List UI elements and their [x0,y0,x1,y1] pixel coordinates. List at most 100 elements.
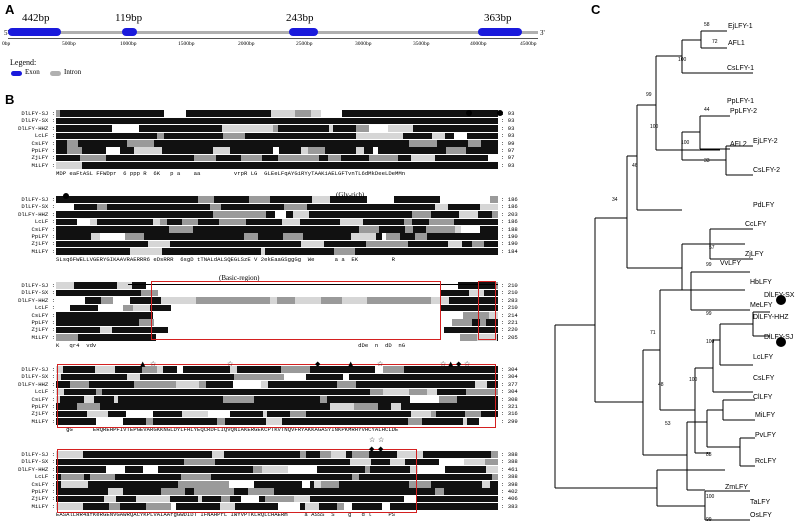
sequence-end-position: : 97 [501,154,515,162]
sequence-end-position: : 93 [501,161,515,169]
axis-line [8,38,538,39]
consensus-line: SLsq6FWELLVGERYGIKAAVRAERRR6 eDsRRR 6sgD… [56,256,396,264]
sequence-name: DlLFY-SJ : [21,366,55,373]
star-marker: ☆ [377,360,384,368]
exon-3-length: 243bp [286,12,314,24]
sequence-end-position: : 304 [501,373,518,381]
tree-taxon-label: PdLFY [753,202,775,209]
bootstrap-value: 46 [632,163,638,169]
diamond-marker: ◆ [369,445,375,453]
sequence-name: PpLFY : [31,319,56,326]
alignment-row [56,196,498,203]
tree-taxon-label: RcLFY [755,458,777,465]
sequence-name: PpLFY : [31,147,56,154]
five-prime-label: 5' [4,29,9,37]
tree-taxon-label: MeLFY [750,302,773,309]
sequence-end-position: : 184 [501,247,518,255]
sequence-name: LcLF : [34,132,55,140]
sequence-name: DlLFY-SJ : [21,196,55,203]
sequence-name: DlLFY-SX : [21,373,55,381]
alignment-row [56,473,498,481]
axis-tick: 1500bp [178,41,195,47]
basic-region-line [128,284,498,285]
sequence-name: ZjLFY : [31,240,56,248]
tree-taxon-label: VvLFY [720,260,742,267]
bootstrap-value: 99 [706,311,712,317]
axis-tick: 1000bp [120,41,137,47]
tree-taxon-label: EjLFY-1 [728,23,753,30]
sequence-end-position: : 186 [501,196,518,203]
alignment-row [56,226,498,233]
sequence-end-position: : 210 [501,282,518,289]
panel-label-c: C [591,2,601,17]
alignment-row [56,132,498,140]
exon-4 [478,28,522,36]
axis-tick: 500bp [62,41,76,47]
alignment-row [56,289,498,297]
bootstrap-value: 100 [681,140,690,146]
sequence-name: LcLF : [34,388,55,396]
alignment-row [56,154,498,162]
tree-taxon-label: ZmLFY [725,484,748,491]
consensus-line: gG ERQREHPFIVTEPGEVARGKKNGLDYLFHLYEQCRDF… [56,426,399,434]
sequence-end-position: : 190 [501,240,518,248]
tree-taxon-label: ZjLFY [745,251,764,258]
legend-intron-swatch [50,71,61,76]
alignment-row [56,117,498,125]
sequence-name: ZjLFY : [31,326,56,334]
tree-taxon-label: PpLFY-1 [727,98,754,105]
alignment-row [56,125,498,132]
alignment-row [56,282,498,289]
star-marker: ☆ [440,360,447,368]
bootstrap-value: 44 [704,107,710,113]
alignment-row [56,488,498,495]
diamond-marker: ◆ [378,445,384,453]
region-box [478,281,496,340]
consensus-line: EASAlLRR4afKeRGENVGAWRQACYKPLVAIAArgGWDI… [56,511,396,519]
sequence-end-position: : 188 [501,225,518,233]
alignment-row [56,503,498,510]
sequence-end-position: : 93 [501,132,515,140]
legend-exon-label: Exon [25,68,40,76]
highlight-dot [776,295,786,305]
sequence-name: PpLFY : [31,233,56,240]
bootstrap-value: 71 [650,330,656,336]
sequence-name: DlLFY-SX : [21,458,55,466]
sequence-end-position: : 304 [501,388,518,396]
alignment-row [56,495,498,503]
sequence-name: DlLFY-SJ : [21,451,55,458]
region-box [57,449,417,513]
sequence-end-position: : 220 [501,326,518,334]
alignment-row [56,366,498,373]
circle-marker [63,193,69,199]
alignment-row [56,319,498,326]
sequence-name: DlLFY-HHZ : [18,210,55,218]
exon-1-length: 442bp [22,12,50,24]
legend-exon-swatch [11,71,22,76]
tree-taxon-label: LcLFY [753,354,774,361]
triangle-marker: ▲ [140,360,146,368]
sequence-name: DlLFY-SJ : [21,110,55,117]
bootstrap-value: 99 [646,92,652,98]
star-marker: ☆ [378,436,385,444]
sequence-name: MiLFY : [31,417,56,425]
tree-taxon-label: DlLFY-HHZ [753,314,789,321]
region-box [151,281,441,340]
sequence-end-position: : 97 [501,147,515,154]
sequence-end-position: : 383 [501,502,518,510]
triangle-marker: ▲ [348,360,354,368]
alignment-row [56,211,498,218]
bootstrap-value: 100 [650,124,659,130]
sequence-end-position: : 388 [501,451,518,458]
sequence-end-position: : 388 [501,473,518,481]
sequence-end-position: : 316 [501,410,518,418]
alignment-row [56,240,498,248]
sequence-end-position: : 221 [501,319,518,326]
sequence-name: DlLFY-HHZ : [18,380,55,388]
alignment-row [56,451,498,458]
sequence-name: MiLFY : [31,161,56,169]
exon-1 [8,28,61,36]
diamond-marker: ◆ [315,360,321,368]
sequence-name: CsLFY : [31,395,56,403]
tree-taxon-label: DlLFY-SX [764,292,795,299]
